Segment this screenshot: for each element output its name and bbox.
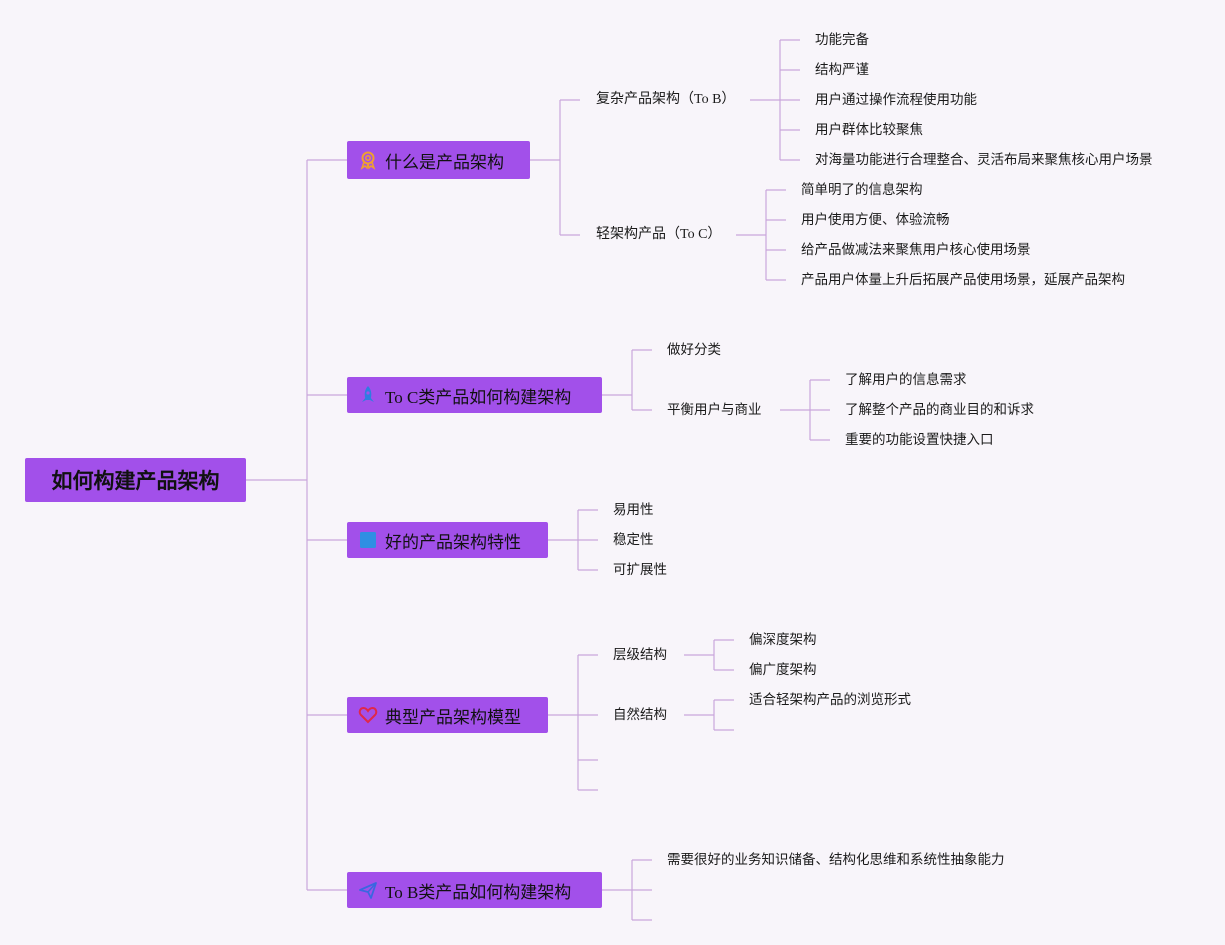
branch-label: 什么是产品架构 — [385, 152, 504, 173]
subtopic-stability[interactable]: 稳定性 — [613, 532, 654, 548]
leaf-item[interactable]: 偏广度架构 — [749, 662, 817, 678]
subtopic-usability[interactable]: 易用性 — [613, 502, 654, 518]
subtopic-natural[interactable]: 自然结构 — [613, 707, 667, 723]
subtopic-balance[interactable]: 平衡用户与商业 — [667, 402, 762, 418]
leaf-item[interactable]: 重要的功能设置快捷入口 — [845, 432, 994, 448]
branch-label: To C类产品如何构建架构 — [385, 387, 572, 407]
branch-to-c-architecture[interactable]: To C类产品如何构建架构 — [347, 377, 602, 413]
leaf-item[interactable]: 适合轻架构产品的浏览形式 — [749, 692, 911, 708]
leaf-item[interactable]: 偏深度架构 — [749, 632, 817, 648]
award-ribbon-icon — [357, 149, 379, 171]
subtopic-classify[interactable]: 做好分类 — [667, 342, 721, 358]
branch-label: To B类产品如何构建架构 — [385, 882, 572, 902]
leaf-item[interactable]: 结构严谨 — [815, 62, 869, 78]
leaf-item[interactable]: 给产品做减法来聚焦用户核心使用场景 — [801, 242, 1031, 258]
branch-label: 典型产品架构模型 — [385, 707, 521, 728]
branch-label: 好的产品架构特性 — [385, 532, 521, 553]
branch-what-is-architecture[interactable]: 什么是产品架构 — [347, 141, 530, 179]
leaf-item[interactable]: 用户通过操作流程使用功能 — [815, 92, 977, 108]
blue-square-icon — [357, 529, 379, 551]
subtopic-complex-to-b[interactable]: 复杂产品架构（To B） — [596, 92, 736, 107]
leaf-item[interactable]: 用户群体比较聚焦 — [815, 122, 923, 138]
rocket-icon — [357, 384, 379, 406]
leaf-item[interactable]: 功能完备 — [815, 32, 869, 48]
heart-icon — [357, 704, 379, 726]
root-label: 如何构建产品架构 — [51, 469, 220, 493]
root-node[interactable]: 如何构建产品架构 — [25, 458, 246, 502]
subtopic-extensibility[interactable]: 可扩展性 — [613, 562, 667, 578]
leaf-item[interactable]: 用户使用方便、体验流畅 — [801, 212, 950, 228]
leaf-item[interactable]: 了解用户的信息需求 — [845, 372, 967, 388]
branch-typical-models[interactable]: 典型产品架构模型 — [347, 697, 548, 733]
leaf-item[interactable]: 了解整个产品的商业目的和诉求 — [845, 402, 1034, 418]
leaf-item[interactable]: 简单明了的信息架构 — [801, 182, 923, 198]
subtopic-hierarchy[interactable]: 层级结构 — [613, 647, 667, 663]
subtopic-knowledge[interactable]: 需要很好的业务知识储备、结构化思维和系统性抽象能力 — [667, 852, 1005, 868]
send-arrow-icon — [357, 879, 379, 901]
branch-to-b-architecture[interactable]: To B类产品如何构建架构 — [347, 872, 602, 908]
branch-good-features[interactable]: 好的产品架构特性 — [347, 522, 548, 558]
subtopic-light-to-c[interactable]: 轻架构产品（To C） — [596, 227, 722, 242]
leaf-item[interactable]: 产品用户体量上升后拓展产品使用场景，延展产品架构 — [801, 272, 1125, 288]
leaf-item[interactable]: 对海量功能进行合理整合、灵活布局来聚焦核心用户场景 — [815, 152, 1153, 168]
